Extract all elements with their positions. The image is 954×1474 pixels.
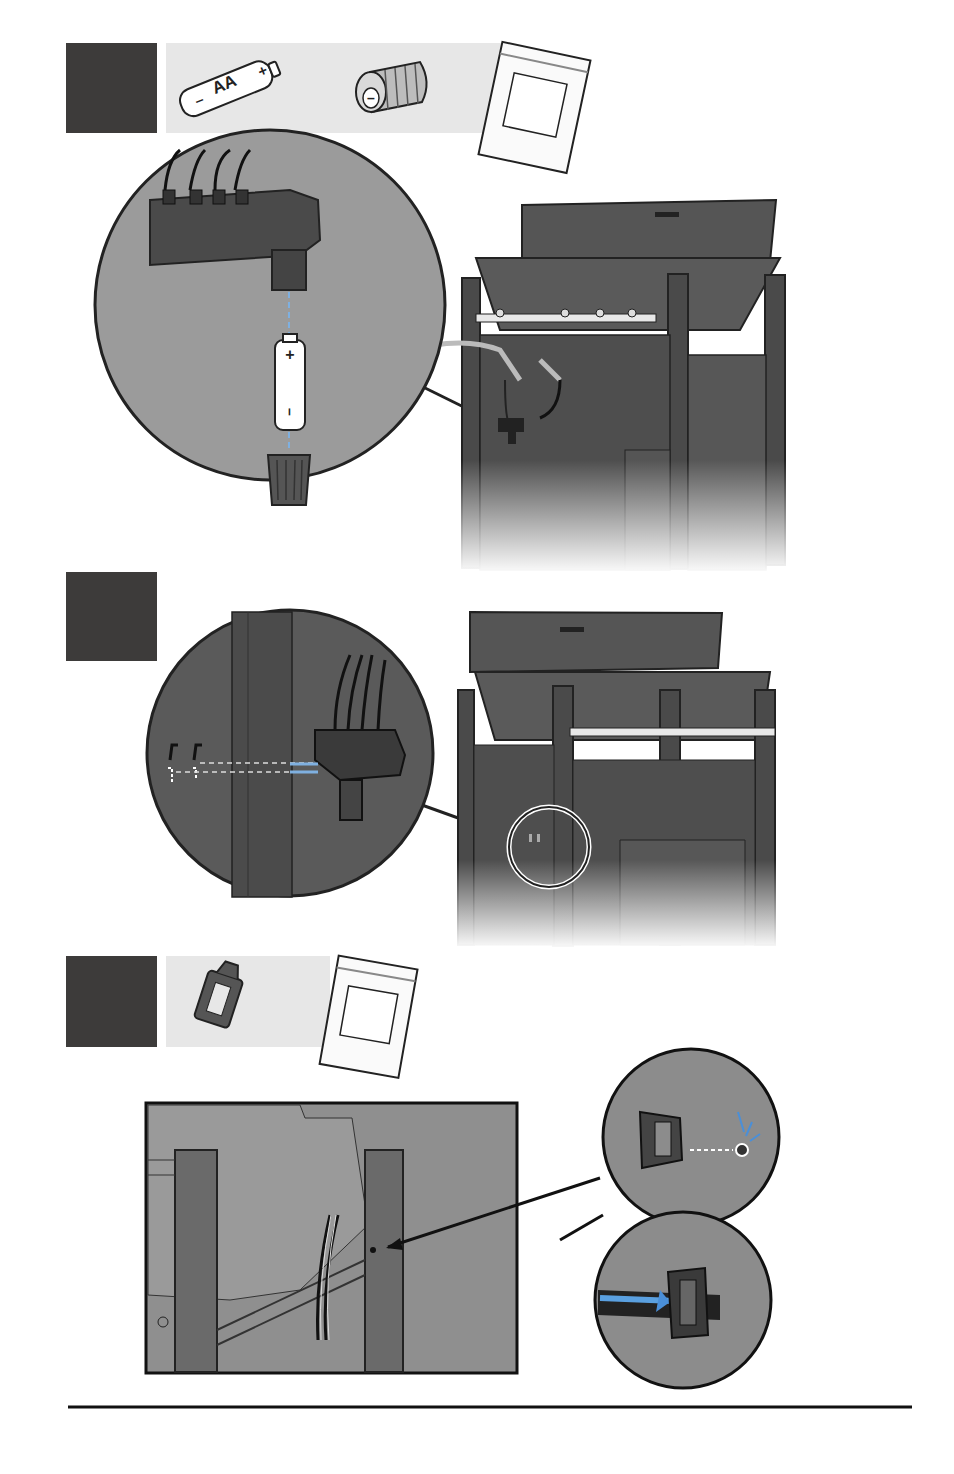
cap-minus: – — [367, 91, 375, 105]
battery-minus: – — [283, 408, 297, 416]
battery-plus: + — [285, 347, 294, 363]
